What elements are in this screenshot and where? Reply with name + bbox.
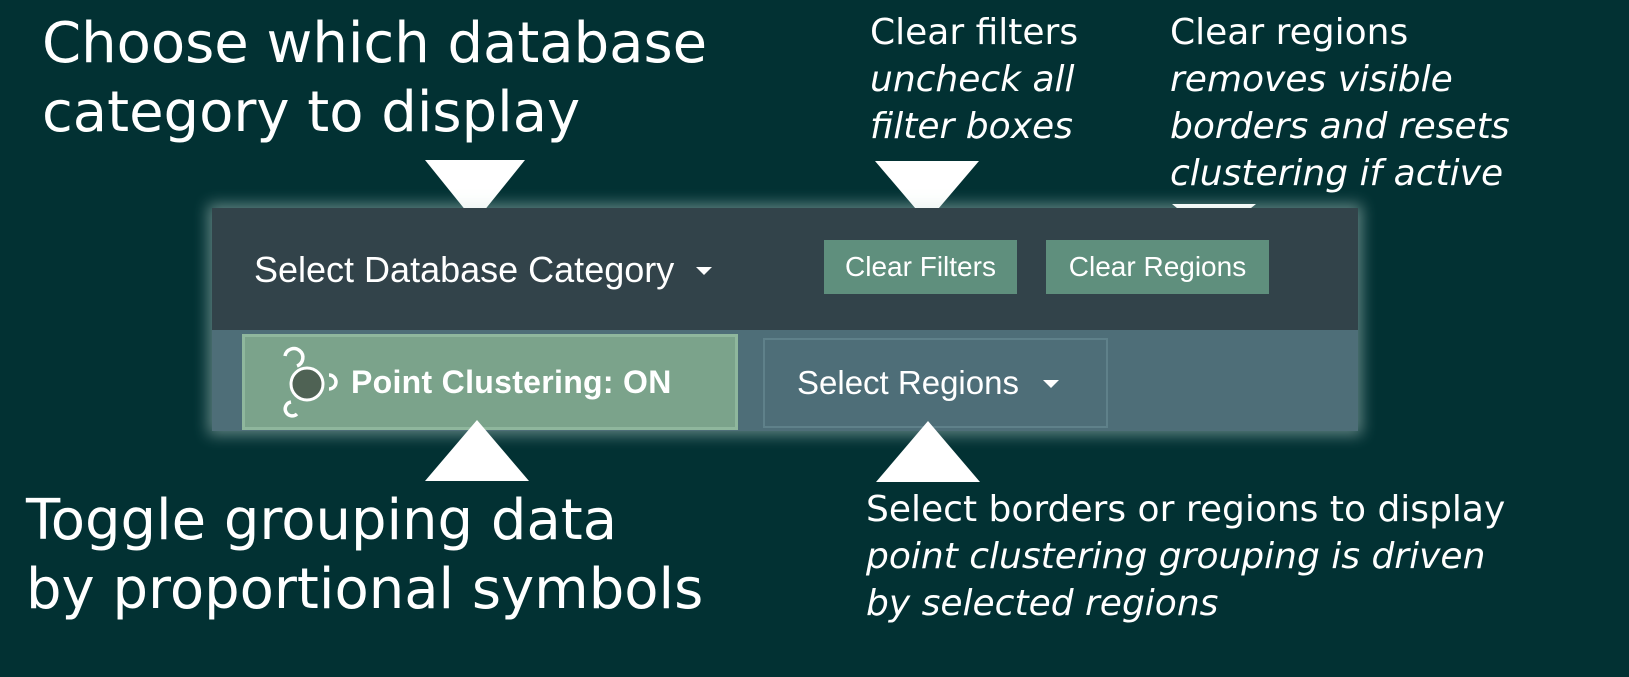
annotation-regions-title: Select borders or regions to display xyxy=(866,489,1506,530)
point-clustering-toggle[interactable]: Point Clustering: ON xyxy=(242,334,738,430)
annotation-clustering-line2: by proportional symbols xyxy=(26,557,704,622)
annotation-clear-filters-desc2: filter boxes xyxy=(870,106,1073,147)
annotation-clear-filters: Clear filters uncheck all filter boxes xyxy=(870,9,1078,150)
database-category-label: Select Database Category xyxy=(254,249,675,290)
annotation-regions: Select borders or regions to display poi… xyxy=(866,486,1505,627)
annotation-clear-regions-title: Clear regions xyxy=(1170,12,1409,53)
annotation-category-line2: category to display xyxy=(42,80,581,145)
annotation-clear-regions: Clear regions removes visible borders an… xyxy=(1170,9,1510,197)
annotation-category-line1: Choose which database xyxy=(42,11,708,76)
annotation-clear-regions-desc1: removes visible xyxy=(1170,59,1453,100)
annotation-clear-filters-desc1: uncheck all xyxy=(870,59,1075,100)
annotation-regions-desc2: by selected regions xyxy=(866,583,1219,624)
select-regions-dropdown[interactable]: Select Regions xyxy=(763,338,1108,428)
toolbar-bottom-row: Point Clustering: ON Select Regions xyxy=(212,330,1358,431)
caret-down-icon xyxy=(1042,380,1059,388)
annotation-regions-desc1: point clustering grouping is driven xyxy=(866,536,1486,577)
clear-filters-button[interactable]: Clear Filters xyxy=(824,240,1017,294)
clear-regions-button[interactable]: Clear Regions xyxy=(1046,240,1269,294)
caret-down-icon xyxy=(696,267,713,275)
cluster-icon xyxy=(283,346,338,418)
annotation-clear-regions-desc2: borders and resets xyxy=(1170,106,1510,147)
annotation-clear-regions-desc3: clustering if active xyxy=(1170,153,1504,194)
annotation-clear-filters-title: Clear filters xyxy=(870,12,1079,53)
database-category-dropdown[interactable]: Select Database Category xyxy=(254,244,713,296)
annotation-clustering: Toggle grouping data by proportional sym… xyxy=(26,486,703,624)
arrow-up-regions xyxy=(876,421,980,482)
annotation-clustering-line1: Toggle grouping data xyxy=(26,488,618,553)
select-regions-label: Select Regions xyxy=(797,364,1019,401)
annotation-category: Choose which database category to displa… xyxy=(42,9,707,147)
toolbar-top-row: Select Database Category Clear Filters C… xyxy=(212,208,1358,330)
map-toolbar: Select Database Category Clear Filters C… xyxy=(212,208,1358,431)
arrow-up-clustering xyxy=(425,420,529,481)
point-clustering-label: Point Clustering: ON xyxy=(351,363,672,400)
